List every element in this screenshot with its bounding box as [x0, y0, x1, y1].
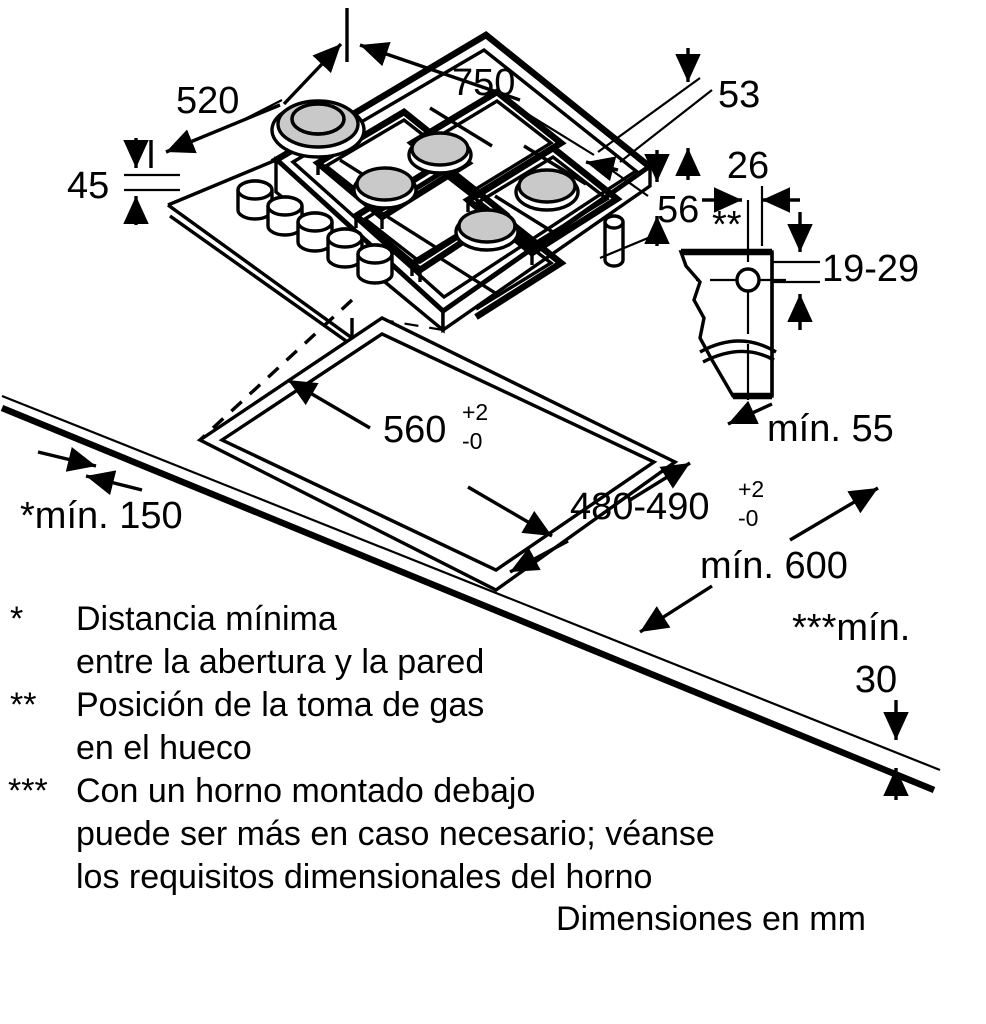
legend-marker-2: ** — [10, 686, 36, 724]
grate-rear-right-inner — [417, 98, 554, 192]
dimline-520-ext — [242, 99, 283, 121]
label-750: 750 — [452, 62, 515, 104]
worktop-back-edge — [0, 404, 936, 794]
hob-skirt-edge — [167, 158, 277, 207]
dimension-lines-hob — [123, 8, 713, 260]
worktop-cutout-outer — [196, 316, 679, 592]
label-560: 560 — [383, 409, 446, 451]
dimline-min150-b — [85, 470, 143, 496]
legend-line-3a: Con un horno montado debajo — [76, 772, 535, 810]
dimline-480-a — [629, 461, 691, 502]
dimension-lines-worktop — [37, 378, 909, 800]
legend-line-1b: entre la abertura y la pared — [76, 643, 484, 681]
label-480-490-group: 480-490 +2 -0 — [570, 476, 764, 531]
dimline-56-arrowhead-left — [585, 156, 619, 182]
legend-block: * Distancia mínima entre la abertura y l… — [8, 600, 866, 938]
control-knob-5[interactable] — [356, 243, 394, 285]
legend-line-3b: puede ser más en caso necesario; véanse — [76, 815, 715, 853]
dimline-520-leader — [165, 103, 281, 154]
burner-wok — [270, 99, 366, 159]
legend-marker-3: *** — [8, 772, 48, 810]
worktop-assembly — [0, 298, 941, 794]
label-min-150: *mín. 150 — [20, 495, 183, 537]
gas-inlet-detail — [678, 186, 820, 426]
legend-line-2b: en el hueco — [76, 729, 252, 767]
label-560-tol-upper: +2 — [462, 399, 488, 425]
dimline-min55-leader — [727, 400, 773, 426]
label-560-group: 560 +2 -0 — [383, 399, 488, 454]
control-knob-4[interactable] — [326, 227, 364, 269]
label-53: 53 — [718, 74, 760, 116]
grate-front-inner — [420, 218, 554, 311]
dimline-min600-a — [789, 486, 879, 542]
legend-units-caption: Dimensiones en mm — [556, 900, 866, 938]
label-min-30-value: 30 — [855, 659, 897, 701]
burner-front — [454, 208, 520, 252]
gas-hose-arc-2 — [702, 349, 775, 364]
grate-bar-3 — [523, 144, 587, 186]
grate-bar-2 — [429, 106, 493, 148]
hob-assembly — [167, 31, 656, 350]
grate-bar-4 — [379, 210, 441, 252]
label-480-tol-upper: +2 — [738, 476, 764, 502]
label-480-tol-lower: -0 — [738, 505, 758, 531]
dimline-min150-a — [37, 447, 97, 472]
legend-line-3c: los requisitos dimensionales del horno — [76, 858, 652, 896]
label-520: 520 — [176, 80, 239, 122]
gas-inlet-hole — [735, 267, 761, 293]
label-56: 56 — [657, 189, 699, 231]
label-26: 26 — [727, 145, 769, 187]
grate-bar-6 — [494, 194, 557, 236]
label-560-tol-lower: -0 — [462, 428, 482, 454]
label-480-490: 480-490 — [570, 486, 709, 528]
label-min-55: mín. 55 — [767, 408, 894, 450]
dimline-750-leader-right — [359, 42, 521, 102]
legend-line-2a: Posición de la toma de gas — [76, 686, 484, 724]
dimline-750-leader-left — [282, 42, 343, 106]
label-45: 45 — [67, 165, 109, 207]
projection-line-left — [198, 298, 354, 442]
gas-hose-arc — [699, 339, 777, 354]
dimline-53-leader — [597, 77, 701, 153]
burner-center — [352, 166, 418, 210]
dimline-560-a — [287, 378, 371, 430]
dimline-53-leader2 — [619, 89, 713, 163]
dimline-min600-b — [639, 584, 713, 634]
hob-control-knobs — [236, 179, 394, 285]
label-min-600: mín. 600 — [700, 545, 848, 587]
grate-rear-right — [406, 88, 567, 200]
dimline-56-leader2 — [599, 236, 649, 260]
grate-bar-5 — [439, 256, 501, 298]
label-min-30-marker: ***mín. — [792, 607, 910, 649]
dimline-480-b — [509, 539, 569, 574]
label-gas-marker: ** — [712, 204, 742, 246]
dimline-560-b — [467, 485, 553, 538]
burner-rear-right — [407, 131, 473, 175]
worktop-cutout-inner — [218, 332, 658, 572]
gas-pipe-stub — [603, 214, 625, 268]
grate-front — [410, 208, 567, 320]
label-19-29: 19-29 — [822, 248, 919, 290]
legend-line-1a: Distancia mínima — [76, 600, 337, 638]
legend-marker-1: * — [10, 600, 23, 638]
worktop-back-edge-thin — [1, 394, 941, 772]
burner-right — [514, 168, 580, 212]
dimline-750-ext — [512, 104, 595, 156]
